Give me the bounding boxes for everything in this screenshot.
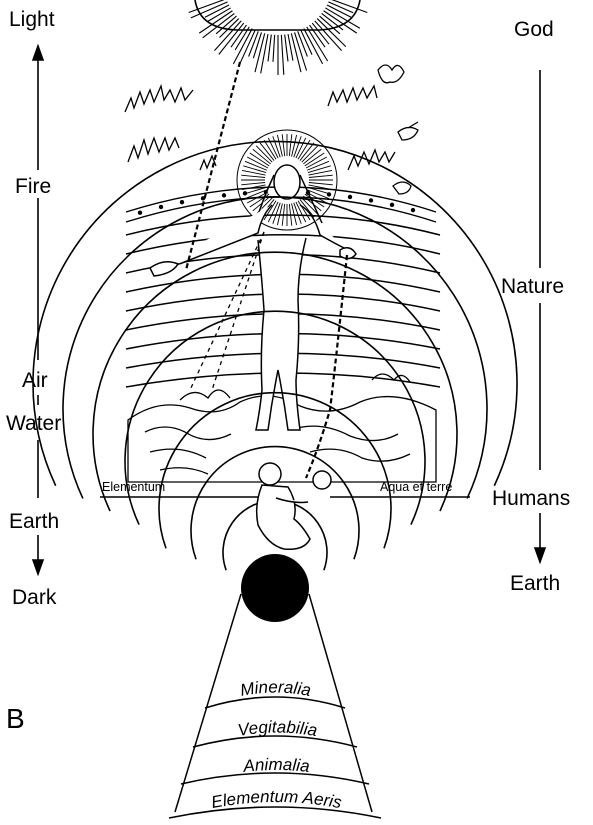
panel-label: B bbox=[6, 705, 25, 733]
label-earth-right: Earth bbox=[510, 573, 560, 594]
label-god: God bbox=[514, 19, 554, 40]
realm-elementum-aeris: Elementum Aeris bbox=[210, 787, 344, 812]
label-air: Air bbox=[22, 370, 48, 391]
label-earth-left: Earth bbox=[9, 511, 59, 532]
realm-animalia: Animalia bbox=[241, 755, 310, 776]
nature-goddess bbox=[150, 130, 356, 430]
label-water: Water bbox=[6, 413, 61, 434]
clouds bbox=[125, 86, 395, 170]
left-axis bbox=[33, 46, 43, 574]
label-nature: Nature bbox=[501, 276, 564, 297]
label-light: Light bbox=[9, 9, 55, 30]
arrow-down-icon bbox=[535, 548, 545, 562]
sun bbox=[189, 0, 368, 75]
label-dark: Dark bbox=[12, 587, 56, 608]
arrow-up-icon bbox=[33, 46, 43, 60]
dark-core bbox=[241, 554, 309, 622]
label-elementum: Elementum bbox=[102, 481, 165, 494]
label-humans: Humans bbox=[492, 488, 570, 509]
label-aqua-et-terre: Aqua et terre bbox=[380, 481, 452, 494]
label-fire: Fire bbox=[15, 176, 51, 197]
arrow-down-icon bbox=[33, 560, 43, 574]
